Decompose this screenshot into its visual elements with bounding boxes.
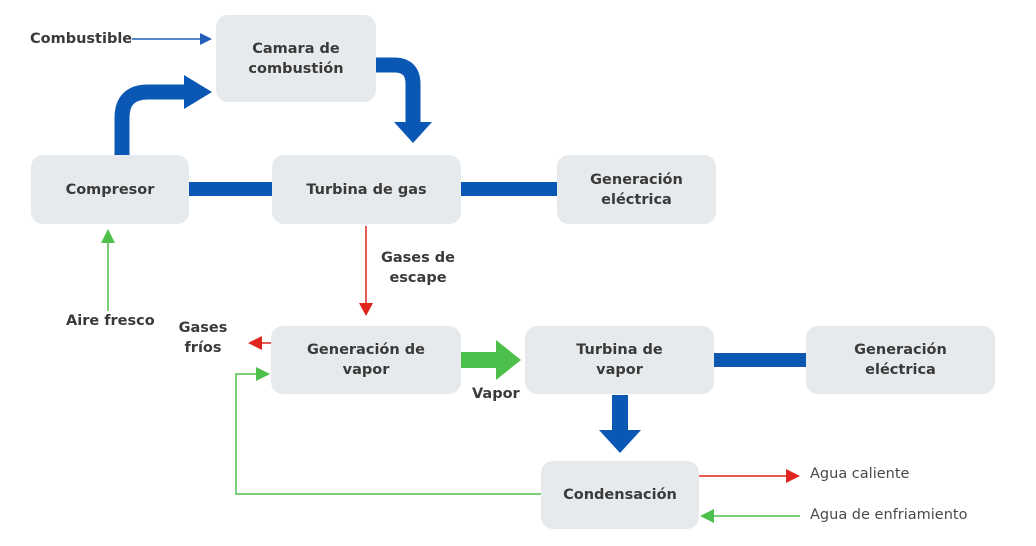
cooling-water-label: Agua de enfriamiento (810, 507, 968, 523)
exhaust-gases-label: Gases de escape (380, 250, 456, 286)
gas-turbine-label: Turbina de gas (306, 181, 427, 198)
compressor-turbine-shaft (189, 182, 273, 196)
cold-gases-arrowhead (248, 336, 262, 350)
cold-gases-label: Gases fríos (178, 320, 228, 356)
chamber-to-turbine-arrowhead (394, 122, 432, 143)
fuel-arrowhead (200, 33, 212, 45)
compressor-box: Compresor (31, 155, 189, 224)
cooling-water-arrowhead (700, 509, 714, 523)
exhaust-arrowhead (359, 303, 373, 316)
condensate-return-arrowhead (256, 367, 270, 381)
condensation-box: Condensación (541, 461, 699, 529)
turbine-to-condenser-arrow (612, 395, 628, 432)
steam-arrowhead (496, 340, 521, 380)
steam-label: Vapor (472, 386, 520, 402)
turbine-generator-shaft (461, 182, 559, 196)
steam-generation-box: Generación de vapor (271, 326, 461, 394)
fresh-air-arrowhead (101, 229, 115, 243)
condensation-label: Condensación (563, 487, 677, 503)
steam-arrow (461, 352, 499, 368)
electric-generation-label-1: Generación eléctrica (590, 171, 683, 208)
steam-turbine-generator-shaft (714, 353, 807, 367)
fresh-air-label: Aire fresco (66, 313, 155, 329)
steam-turbine-box: Turbina de vapor (525, 326, 714, 394)
turbine-to-condenser-arrowhead (599, 430, 641, 453)
compressor-to-chamber-arrowhead (184, 75, 212, 109)
hot-water-label: Agua caliente (810, 466, 910, 482)
electric-generation-box-1: Generación eléctrica (557, 155, 716, 224)
combustion-chamber-label: Camara de combustión (248, 40, 344, 77)
gas-turbine-box: Turbina de gas (272, 155, 461, 224)
condensate-return-line (235, 373, 541, 495)
compressor-label: Compresor (65, 181, 155, 198)
compressor-to-chamber-arrow (114, 84, 186, 155)
chamber-to-turbine-arrow (376, 57, 421, 124)
electric-generation-box-2: Generación eléctrica (806, 326, 995, 394)
electric-generation-label-2: Generación eléctrica (854, 342, 947, 378)
hot-water-arrowhead (786, 469, 800, 483)
steam-generation-label: Generación de vapor (307, 342, 425, 378)
fuel-label: Combustible (30, 31, 133, 47)
combustion-chamber-box: Camara de combustión (216, 15, 376, 102)
steam-turbine-label: Turbina de vapor (576, 342, 663, 378)
